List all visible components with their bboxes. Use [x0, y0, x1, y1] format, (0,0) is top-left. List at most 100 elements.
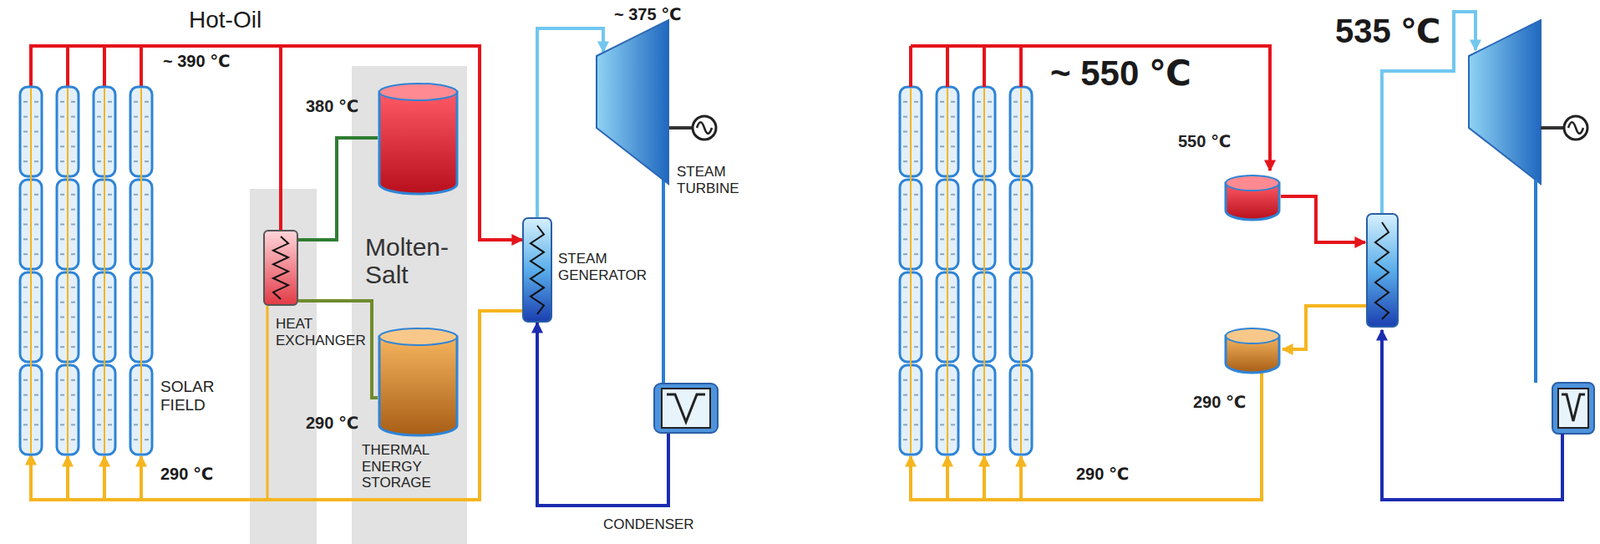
- tube-mark: [23, 286, 28, 289]
- tube-mark: [1024, 160, 1029, 163]
- tube-mark: [1024, 379, 1029, 381]
- heat-coil: [1375, 222, 1389, 320]
- tube-mark: [60, 238, 65, 240]
- tube-mark: [987, 145, 992, 148]
- tube-mark: [939, 116, 945, 118]
- tube-mark: [96, 116, 102, 118]
- tube-mark: [107, 145, 112, 148]
- steam-turbine: [1468, 20, 1541, 184]
- tube-mark: [144, 238, 149, 240]
- tube-mark: [34, 131, 39, 133]
- tube-mark: [914, 145, 919, 148]
- tube-mark: [939, 409, 945, 412]
- node-label: STEAM TURBINE: [676, 163, 761, 197]
- tube-mark: [144, 208, 149, 211]
- cold-salt-tank-shape: [377, 326, 459, 436]
- tube-mark: [914, 394, 919, 397]
- tube-mark: [60, 101, 65, 103]
- tube-mark: [950, 223, 955, 226]
- tube-mark: [107, 116, 112, 118]
- hot-salt-tank: 550 ℃: [1224, 173, 1281, 220]
- tube-mark: [950, 131, 955, 133]
- tube-mark: [1024, 253, 1029, 255]
- steam-turbine: STEAM TURBINE: [596, 20, 669, 184]
- generator-symbol: [692, 116, 717, 140]
- node-label: Molten-Salt: [365, 233, 459, 289]
- tube-mark: [914, 286, 919, 289]
- tube-mark: [144, 316, 149, 319]
- node-label: 550 ℃: [1178, 132, 1245, 152]
- tube-mark: [903, 330, 908, 333]
- cooling-coil: [666, 394, 706, 422]
- tube-mark: [34, 438, 39, 441]
- tube-mark: [1013, 330, 1018, 333]
- condenser: [1558, 388, 1589, 428]
- tube-mark: [71, 223, 76, 226]
- tube-mark: [1013, 116, 1018, 118]
- tube-mark: [976, 301, 981, 304]
- tube-mark: [133, 301, 138, 304]
- tube-mark: [71, 438, 76, 441]
- tube-mark: [1013, 223, 1018, 226]
- tube-mark: [914, 301, 919, 304]
- tube-mark: [71, 193, 76, 196]
- tube-mark: [23, 345, 28, 348]
- tube-mark: [1013, 160, 1018, 163]
- hot-salt-pipe: [1280, 196, 1366, 243]
- tube-mark: [1013, 193, 1018, 196]
- tube-mark: [34, 238, 39, 240]
- tube-mark: [903, 131, 908, 133]
- tube-mark: [987, 438, 992, 441]
- tube-mark: [144, 301, 149, 304]
- tube-mark: [71, 423, 76, 426]
- tube-mark: [1013, 101, 1018, 103]
- tube-mark: [1013, 208, 1018, 211]
- tank-top: [1225, 328, 1280, 344]
- text-slot: 290 ℃: [1076, 464, 1129, 484]
- node-label: 380 ℃: [305, 96, 373, 117]
- text-slot: CONDENSER: [603, 516, 712, 534]
- tube-mark: [914, 345, 919, 348]
- turbine-shaft: [1540, 126, 1565, 130]
- tube-mark: [987, 301, 992, 304]
- tube-mark: [133, 238, 138, 240]
- tube-mark: [34, 193, 39, 196]
- tube-mark: [903, 394, 908, 397]
- tube-mark: [939, 423, 945, 426]
- node-label: 290 ℃: [305, 413, 373, 433]
- tube-mark: [987, 330, 992, 333]
- tube-mark: [1013, 394, 1018, 397]
- tube-mark: [1013, 301, 1018, 304]
- tube-mark: [144, 330, 149, 333]
- temperature-label: ~ 375 ℃: [614, 5, 681, 25]
- text-slot: SOLAR FIELD: [160, 377, 228, 415]
- tube-mark: [939, 238, 945, 240]
- tube-mark: [23, 116, 28, 118]
- tube-mark: [71, 253, 76, 255]
- cooling-coil: [1561, 394, 1585, 422]
- tube-mark: [976, 101, 981, 103]
- tube-mark: [144, 409, 149, 412]
- text-slot: ~ 375 ℃: [614, 5, 681, 25]
- tube-mark: [950, 438, 955, 441]
- tube-mark: [976, 160, 981, 163]
- tube-mark: [914, 101, 919, 103]
- tube-mark: [976, 131, 981, 133]
- tube-mark: [950, 253, 955, 255]
- tube-mark: [144, 253, 149, 255]
- tube-mark: [976, 345, 981, 348]
- tube-mark: [950, 379, 955, 381]
- tube-mark: [914, 379, 919, 381]
- return-riser: [945, 456, 950, 500]
- tube-mark: [60, 330, 65, 333]
- tube-mark: [903, 345, 908, 348]
- pipe-connector: [537, 322, 669, 506]
- tube-mark: [133, 423, 138, 426]
- node-label: STEAM GENERATOR: [558, 250, 651, 284]
- tube-mark: [23, 301, 28, 304]
- hot-salt-riser: [910, 45, 1021, 87]
- tube-mark: [96, 253, 102, 255]
- tube-mark: [107, 160, 112, 163]
- tube-mark: [914, 131, 919, 133]
- tube-mark: [96, 394, 102, 397]
